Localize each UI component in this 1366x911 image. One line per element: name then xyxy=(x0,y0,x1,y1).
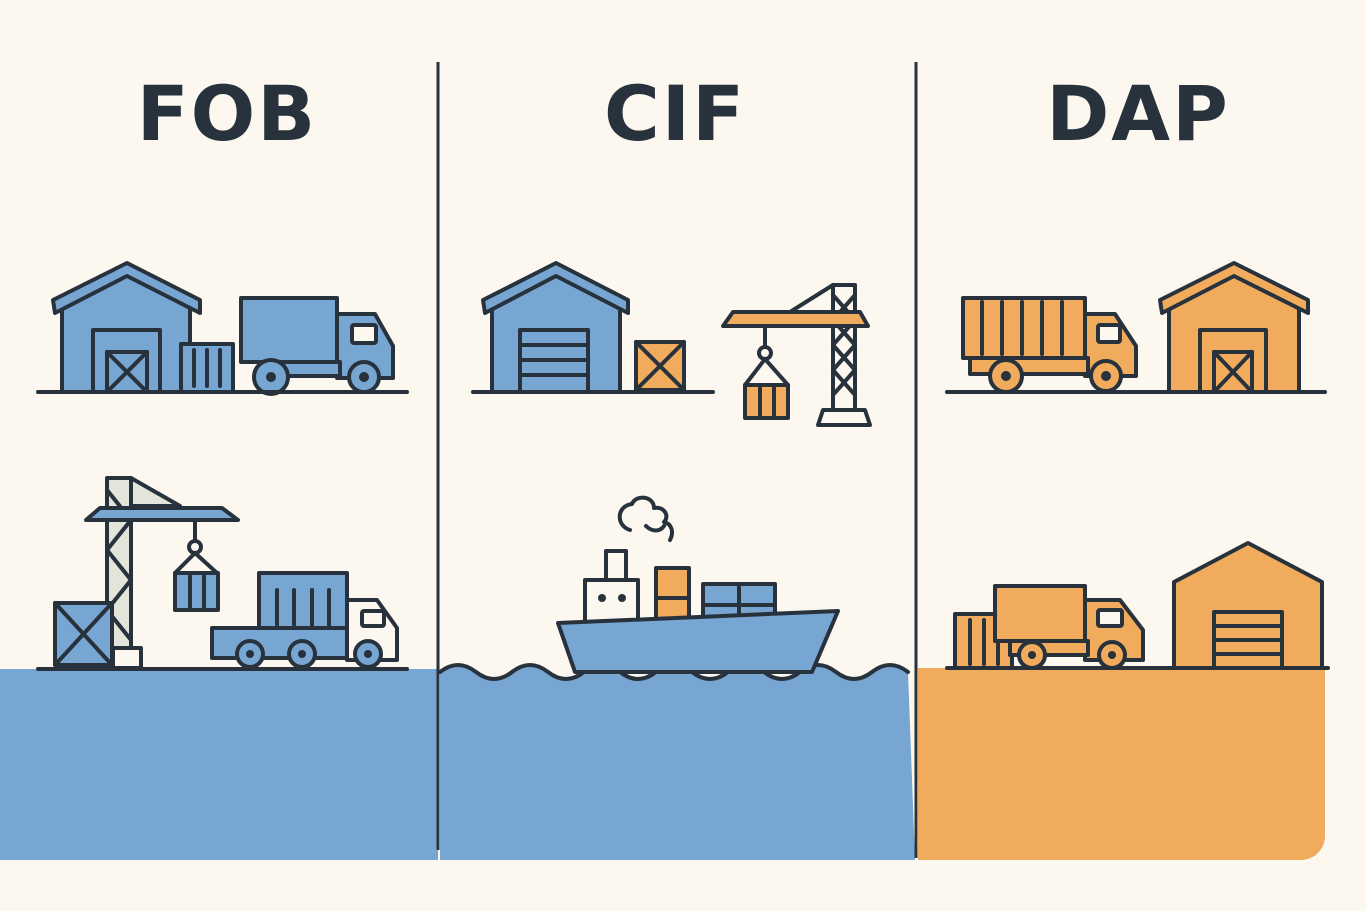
fob-ground-fill xyxy=(0,669,438,860)
fob-warehouse-icon xyxy=(51,261,202,394)
dap-delivery-truck-icon xyxy=(993,584,1145,670)
fob-truck-icon xyxy=(239,296,395,396)
dap-destination-warehouse-icon xyxy=(1172,541,1324,670)
fob-crate-icon xyxy=(53,601,114,667)
panel-title-cif: CIF xyxy=(604,69,746,158)
fob-crane-icon xyxy=(84,476,240,670)
cif-crane-icon xyxy=(721,283,872,427)
panel-title-dap: DAP xyxy=(1046,69,1230,158)
panel-title-fob: FOB xyxy=(137,69,317,158)
fob-flatbed-truck-icon xyxy=(210,571,399,669)
cif-water xyxy=(440,665,915,860)
fob-container-icon xyxy=(179,342,235,394)
dap-truck-icon xyxy=(961,296,1138,394)
smoke-icon xyxy=(617,495,674,542)
dap-warehouse-icon xyxy=(1158,261,1310,394)
dap-ground-fill xyxy=(918,668,1325,860)
cif-warehouse-icon xyxy=(481,261,630,394)
cif-crate-icon xyxy=(634,340,686,392)
cif-ship-icon xyxy=(556,495,840,674)
